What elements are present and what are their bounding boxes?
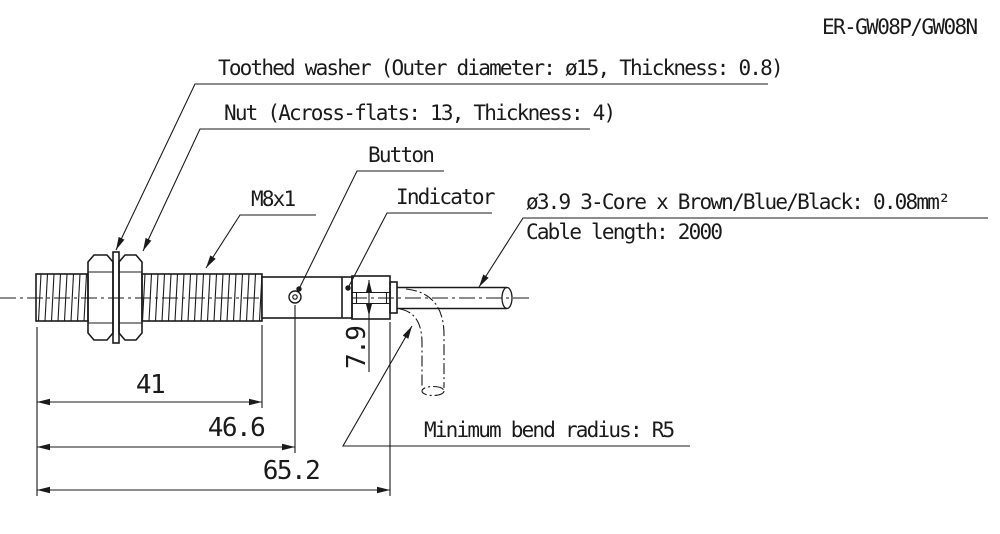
- extension-lines: [36, 305, 391, 496]
- nut-right: [118, 254, 143, 341]
- indicator-label: Indicator: [396, 185, 495, 209]
- indicator-leader-dot: [345, 285, 351, 291]
- cable-spec-label: ø3.9 3-Core x Brown/Blue/Black: 0.08mm²: [526, 190, 951, 214]
- nut-label: Nut (Across-flats: 13, Thickness: 4): [224, 101, 616, 125]
- thread-spec-label: M8x1: [251, 187, 296, 211]
- dimension-clamp-height: 7.9: [342, 326, 372, 369]
- indicator-leader: [347, 212, 492, 289]
- nut-leader: [142, 128, 590, 252]
- min-bend-radius-label: Minimum bend radius: R5: [424, 418, 675, 442]
- thread-leader: [205, 214, 316, 269]
- cable-bend-phantom: [399, 288, 445, 397]
- toothed-washer-label: Toothed washer (Outer diameter: ø15, Thi…: [218, 56, 784, 80]
- product-code: ER-GW08P/GW08N: [822, 15, 978, 39]
- dimension-thread-length: 41: [135, 370, 166, 400]
- button-leader: [298, 170, 444, 290]
- dimension-front-to-button: 46.6: [207, 413, 266, 443]
- thread-rear-section: [141, 273, 263, 322]
- nut-left: [87, 254, 114, 341]
- thread-front-section: [35, 273, 89, 322]
- dimension-overall-length: 65.2: [262, 456, 321, 486]
- button-leader-dot: [296, 286, 302, 292]
- cable-length-label: Cable length: 2000: [526, 220, 723, 244]
- sensor-body: [261, 276, 353, 319]
- cable-leader: [478, 217, 988, 288]
- dimension-lines: [37, 398, 390, 494]
- button-shape: [288, 290, 302, 304]
- cable-shape: [397, 286, 513, 310]
- button-label: Button: [368, 143, 435, 167]
- leader-lines: [115, 83, 988, 447]
- min-bend-leader: [342, 325, 690, 447]
- toothed-washer-leader: [115, 83, 768, 251]
